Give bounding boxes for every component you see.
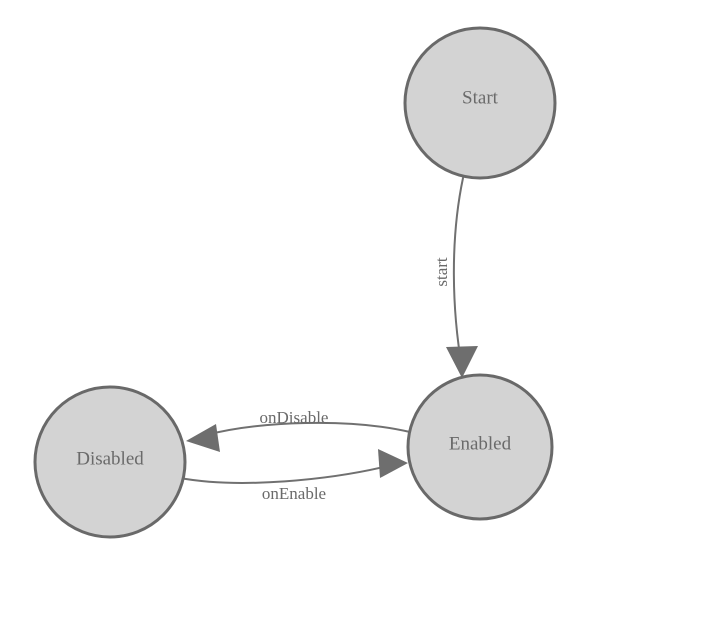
node-start-circle [403,26,557,180]
node-disabled[interactable]: Disabled [33,385,187,539]
edge-label-onenable: onEnable [262,484,326,503]
edge-start-to-enabled-arrowhead [446,346,478,378]
node-disabled-label: Disabled [76,448,144,469]
node-enabled-label: Enabled [449,433,512,454]
node-start-label: Start [462,87,499,108]
edge-label-ondisable: onDisable [260,408,329,427]
node-enabled[interactable]: Enabled [406,373,554,521]
node-enabled-circle [406,373,554,521]
edge-label-start: start [432,257,451,287]
node-disabled-circle [33,385,187,539]
edge-enabled-to-disabled-path [205,421,411,436]
edge-disabled-to-enabled[interactable]: onEnable [179,449,408,503]
edge-start-to-enabled-path [452,177,464,369]
node-start[interactable]: Start [403,26,557,180]
edge-start-to-enabled[interactable]: start [432,177,478,378]
edge-disabled-to-enabled-arrowhead [378,449,408,478]
edge-disabled-to-enabled-path [179,465,389,484]
edge-enabled-to-disabled[interactable]: onDisable [186,408,411,452]
edge-enabled-to-disabled-arrowhead [186,424,220,452]
